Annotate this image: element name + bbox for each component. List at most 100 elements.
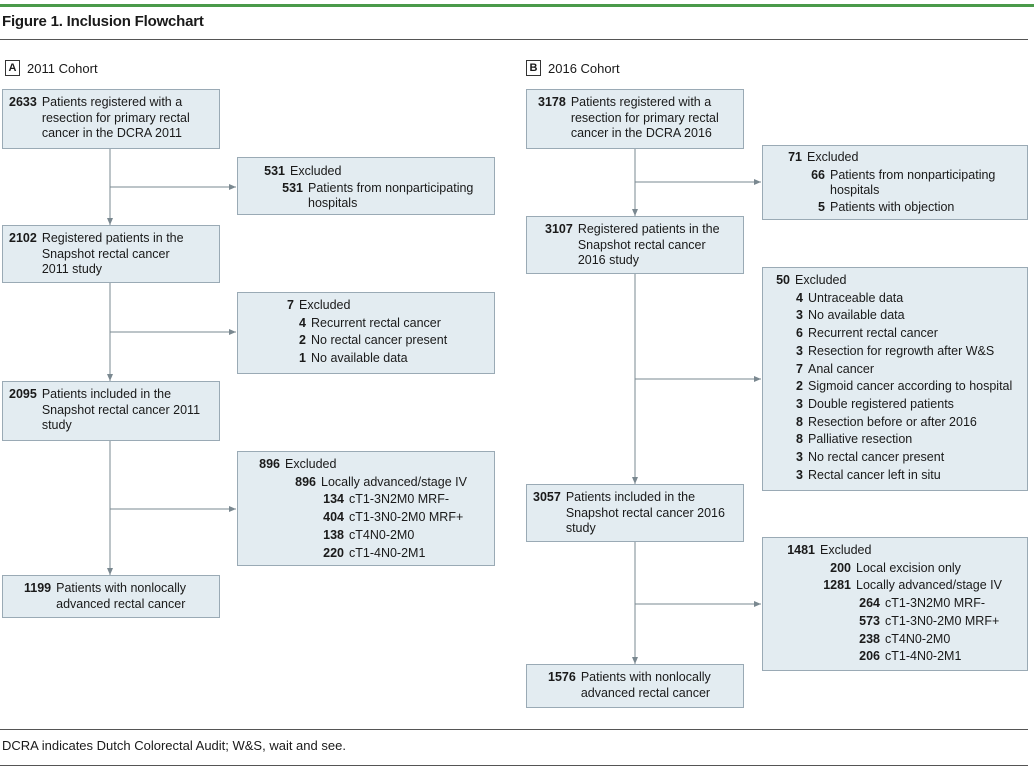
top-accent-bar — [0, 4, 1034, 7]
a-box3-text: Patients included in the Snapshot rectal… — [41, 387, 201, 432]
a-box1-count: 2633 — [9, 95, 37, 109]
b-box4-count: 1576 — [548, 670, 576, 684]
b-excluded-1-box: 71 Excluded 66 Patients from nonparticipat… — [762, 145, 1028, 220]
b-ex2-item-count: 3 — [796, 396, 803, 411]
a-ex3-item-count: 896 — [295, 474, 316, 489]
b-ex3-subitem-count: 238 — [859, 631, 880, 646]
b-ex2-item-text: Double registered patients — [808, 396, 954, 411]
b-ex3-subitem-text: cT1-4N0-2M1 — [885, 649, 962, 664]
b-ex2-item-count: 3 — [796, 343, 803, 358]
figure-title: Figure 1. Inclusion Flowchart — [2, 13, 204, 30]
a-included-box: 2095 Patients included in the Snapshot r… — [2, 381, 220, 441]
b-ex3-subitem-text: cT1-3N2M0 MRF- — [885, 596, 986, 611]
b-ex3-count: 1481 — [787, 543, 815, 558]
b-ex1-item-count: 66 — [811, 167, 825, 182]
b-ex3-item-text: Local excision only — [856, 560, 961, 575]
a-ex2-item-text: Recurrent rectal cancer — [311, 315, 441, 330]
b-ex2-item-count: 3 — [796, 449, 803, 464]
b-ex2-item-count: 8 — [796, 432, 803, 447]
a-ex1-count: 531 — [264, 164, 285, 179]
a-ex3-count: 896 — [259, 457, 280, 472]
a-excluded-2-box: 7 Excluded 4 Recurrent rectal cancer 2 No r… — [237, 292, 495, 374]
b-ex1-item-count: 5 — [818, 199, 825, 214]
footnote-rule-top — [0, 729, 1028, 730]
b-ex2-count: 50 — [776, 273, 790, 288]
a-ex3-subitem-text: cT4N0-2M0 — [349, 527, 415, 542]
a-ex2-item-text: No rectal cancer present — [311, 333, 448, 348]
b-ex2-item-text: Resection for regrowth after W&S — [808, 343, 995, 358]
a-ex2-item-count: 2 — [299, 333, 306, 348]
b-ex3-label: Excluded — [820, 543, 872, 558]
a-ex1-label: Excluded — [290, 164, 342, 179]
b-ex3-subitem-count: 206 — [859, 649, 880, 664]
b-box1-text: Patients registered with a resection for… — [570, 95, 719, 140]
a-ex3-subitem-text: cT1-3N2M0 MRF- — [349, 492, 450, 507]
b-ex3-subitem-count: 264 — [859, 596, 880, 611]
a-registered-dcra-box: 2633 Patients registered with a resectio… — [2, 89, 220, 149]
a-box2-count: 2102 — [9, 231, 37, 245]
a-box4-count: 1199 — [24, 581, 52, 595]
a-box4-text: Patients with nonlocally advanced rectal… — [56, 581, 187, 611]
b-ex2-item-text: Resection before or after 2016 — [808, 414, 977, 429]
b-ex2-item-text: Rectal cancer left in situ — [808, 467, 941, 482]
b-ex2-item-text: Recurrent rectal cancer — [808, 326, 938, 341]
b-box2-count: 3107 — [545, 222, 573, 236]
a-registered-snapshot-box: 2102 Registered patients in the Snapshot… — [2, 225, 220, 283]
b-registered-snapshot-box: 3107 Registered patients in the Snapshot… — [526, 216, 744, 274]
a-box3-count: 2095 — [9, 387, 37, 401]
a-box1-text: Patients registered with a resection for… — [41, 95, 190, 140]
a-ex3-subitem-text: cT1-4N0-2M1 — [349, 545, 426, 560]
a-ex1-item-count: 531 — [282, 180, 303, 195]
b-ex2-item-count: 3 — [796, 467, 803, 482]
b-ex2-item-text: No rectal cancer present — [808, 449, 945, 464]
b-ex2-item-count: 2 — [796, 379, 803, 394]
panel-b-title: 2016 Cohort — [548, 60, 620, 76]
a-ex2-count: 7 — [287, 298, 294, 313]
panel-b-label: B 2016 Cohort — [526, 60, 620, 76]
panel-b-letter: B — [526, 60, 541, 76]
a-ex3-subitem-count: 404 — [323, 510, 344, 525]
b-ex1-item-text: Patients from nonparticipating hospitals — [830, 167, 996, 198]
b-ex2-item-count: 6 — [796, 326, 803, 341]
b-ex2-item-text: Palliative resection — [808, 432, 913, 447]
b-ex3-item-count: 200 — [830, 560, 851, 575]
b-ex3-subitem-text: cT1-3N0-2M0 MRF+ — [885, 613, 1000, 628]
b-ex2-label: Excluded — [795, 273, 847, 288]
panel-a-title: 2011 Cohort — [27, 60, 98, 76]
a-box2-text: Registered patients in the Snapshot rect… — [41, 231, 184, 276]
b-box3-text: Patients included in the Snapshot rectal… — [565, 490, 725, 535]
a-ex2-label: Excluded — [299, 298, 351, 313]
b-nonlocally-advanced-box: 1576 Patients with nonlocally advanced r… — [526, 664, 744, 708]
b-box3-count: 3057 — [533, 490, 561, 504]
b-ex3-item-text: Locally advanced/stage IV — [856, 578, 1002, 593]
b-ex2-item-text: Anal cancer — [808, 361, 875, 376]
b-ex2-item-text: Untraceable data — [808, 290, 904, 305]
a-ex3-subitem-text: cT1-3N0-2M0 MRF+ — [349, 510, 464, 525]
b-ex2-item-text: No available data — [808, 308, 905, 323]
b-box4-text: Patients with nonlocally advanced rectal… — [580, 670, 711, 700]
a-ex1-item-text: Patients from nonparticipating hospitals — [308, 180, 474, 211]
footnote: DCRA indicates Dutch Colorectal Audit; W… — [2, 738, 346, 753]
b-ex1-count: 71 — [788, 150, 802, 165]
b-box2-text: Registered patients in the Snapshot rect… — [577, 222, 720, 267]
b-ex1-item-text: Patients with objection — [830, 199, 955, 214]
b-ex1-label: Excluded — [807, 150, 859, 165]
a-ex2-item-text: No available data — [311, 351, 408, 366]
b-ex3-item-count: 1281 — [823, 578, 851, 593]
b-ex2-item-count: 3 — [796, 308, 803, 323]
a-ex2-item-count: 1 — [299, 351, 306, 366]
b-ex2-item-count: 4 — [796, 290, 803, 305]
a-ex3-label: Excluded — [285, 457, 337, 472]
a-ex3-subitem-count: 138 — [323, 527, 344, 542]
a-ex2-item-count: 4 — [299, 315, 306, 330]
a-ex3-subitem-count: 134 — [323, 492, 344, 507]
b-ex2-item-count: 7 — [796, 361, 803, 376]
b-excluded-3-box: 1481 Excluded 200 Local excision only 1281… — [762, 537, 1028, 671]
b-ex3-subitem-text: cT4N0-2M0 — [885, 631, 951, 646]
panel-a-label: A 2011 Cohort — [5, 60, 98, 76]
title-rule — [0, 39, 1028, 40]
panel-a-letter: A — [5, 60, 20, 76]
